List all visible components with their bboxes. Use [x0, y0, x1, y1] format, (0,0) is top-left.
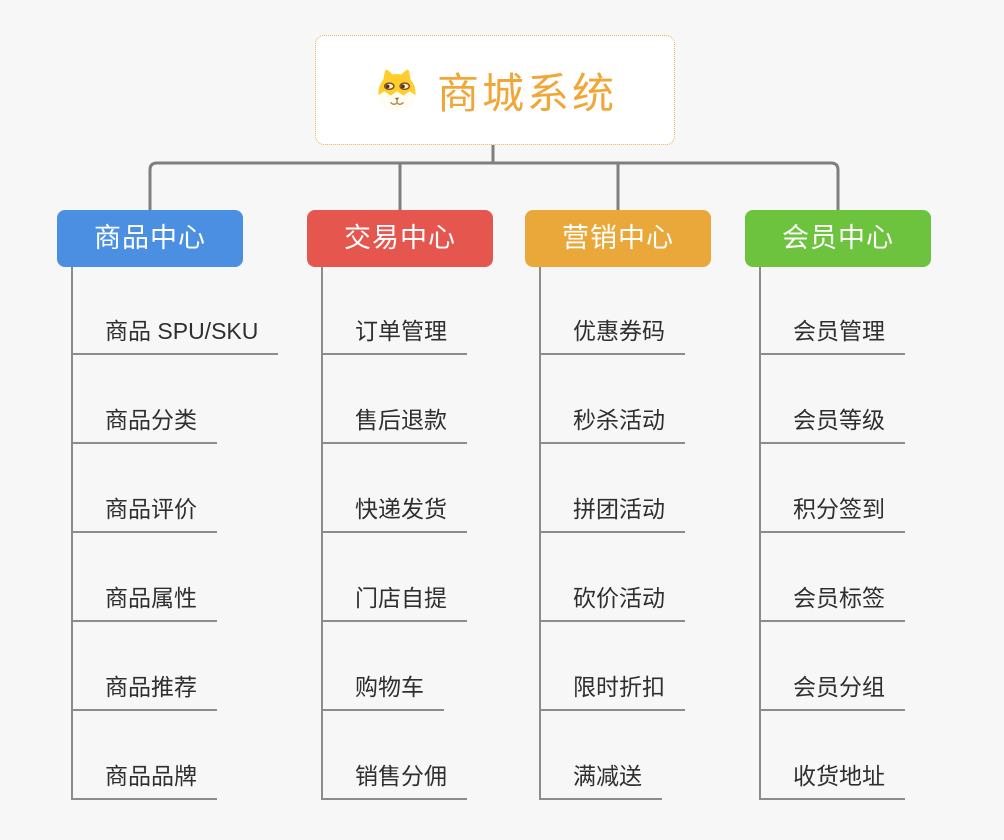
subtopic-member-level[interactable]: 会员等级: [759, 407, 905, 444]
branch-topic-member[interactable]: 会员中心: [745, 210, 931, 267]
subtopic-limited-time-discount[interactable]: 限时折扣: [539, 674, 685, 711]
subtopic-shipping-address[interactable]: 收货地址: [759, 763, 905, 800]
root-topic[interactable]: 商城系统: [315, 35, 675, 145]
subtopic-goods-spu-sku[interactable]: 商品 SPU/SKU: [71, 318, 279, 355]
subtopic-bargain-activity[interactable]: 砍价活动: [539, 585, 685, 622]
subtopic-coupon-code[interactable]: 优惠券码: [539, 318, 685, 355]
subtopic-goods-recommend[interactable]: 商品推荐: [71, 674, 217, 711]
subtopic-full-reduction[interactable]: 满减送: [539, 763, 662, 800]
connector-lines: [148, 145, 840, 210]
branch-trade-connector-line: [321, 267, 323, 800]
subtopic-member-management[interactable]: 会员管理: [759, 318, 905, 355]
subtopic-member-tag[interactable]: 会员标签: [759, 585, 905, 622]
branch-topic-marketing[interactable]: 营销中心: [525, 210, 711, 267]
shiba-dog-icon: [377, 69, 416, 112]
subtopic-points-checkin[interactable]: 积分签到: [759, 496, 905, 533]
subtopic-flash-sale[interactable]: 秒杀活动: [539, 407, 685, 444]
branch-member-connector-line: [759, 267, 761, 800]
subtopic-goods-brand[interactable]: 商品品牌: [71, 763, 217, 800]
subtopic-goods-category[interactable]: 商品分类: [71, 407, 217, 444]
branch-bus-line: [148, 161, 840, 210]
root-topic-title: 商城系统: [436, 69, 617, 117]
subtopic-member-group[interactable]: 会员分组: [759, 674, 905, 711]
subtopic-sales-commission[interactable]: 销售分佣: [321, 763, 467, 800]
branch-topic-goods[interactable]: 商品中心: [57, 210, 243, 267]
subtopic-order-management[interactable]: 订单管理: [321, 318, 467, 355]
branch-goods-connector-line: [71, 267, 73, 800]
subtopic-goods-attribute[interactable]: 商品属性: [71, 585, 217, 622]
branch-marketing-connector-line: [539, 267, 541, 800]
subtopic-shopping-cart[interactable]: 购物车: [321, 674, 444, 711]
subtopic-store-pickup[interactable]: 门店自提: [321, 585, 467, 622]
subtopic-express-delivery[interactable]: 快递发货: [321, 496, 467, 533]
subtopic-group-buy[interactable]: 拼团活动: [539, 496, 685, 533]
branch-topic-trade[interactable]: 交易中心: [307, 210, 493, 267]
subtopic-aftersale-refund[interactable]: 售后退款: [321, 407, 467, 444]
subtopic-goods-review[interactable]: 商品评价: [71, 496, 217, 533]
